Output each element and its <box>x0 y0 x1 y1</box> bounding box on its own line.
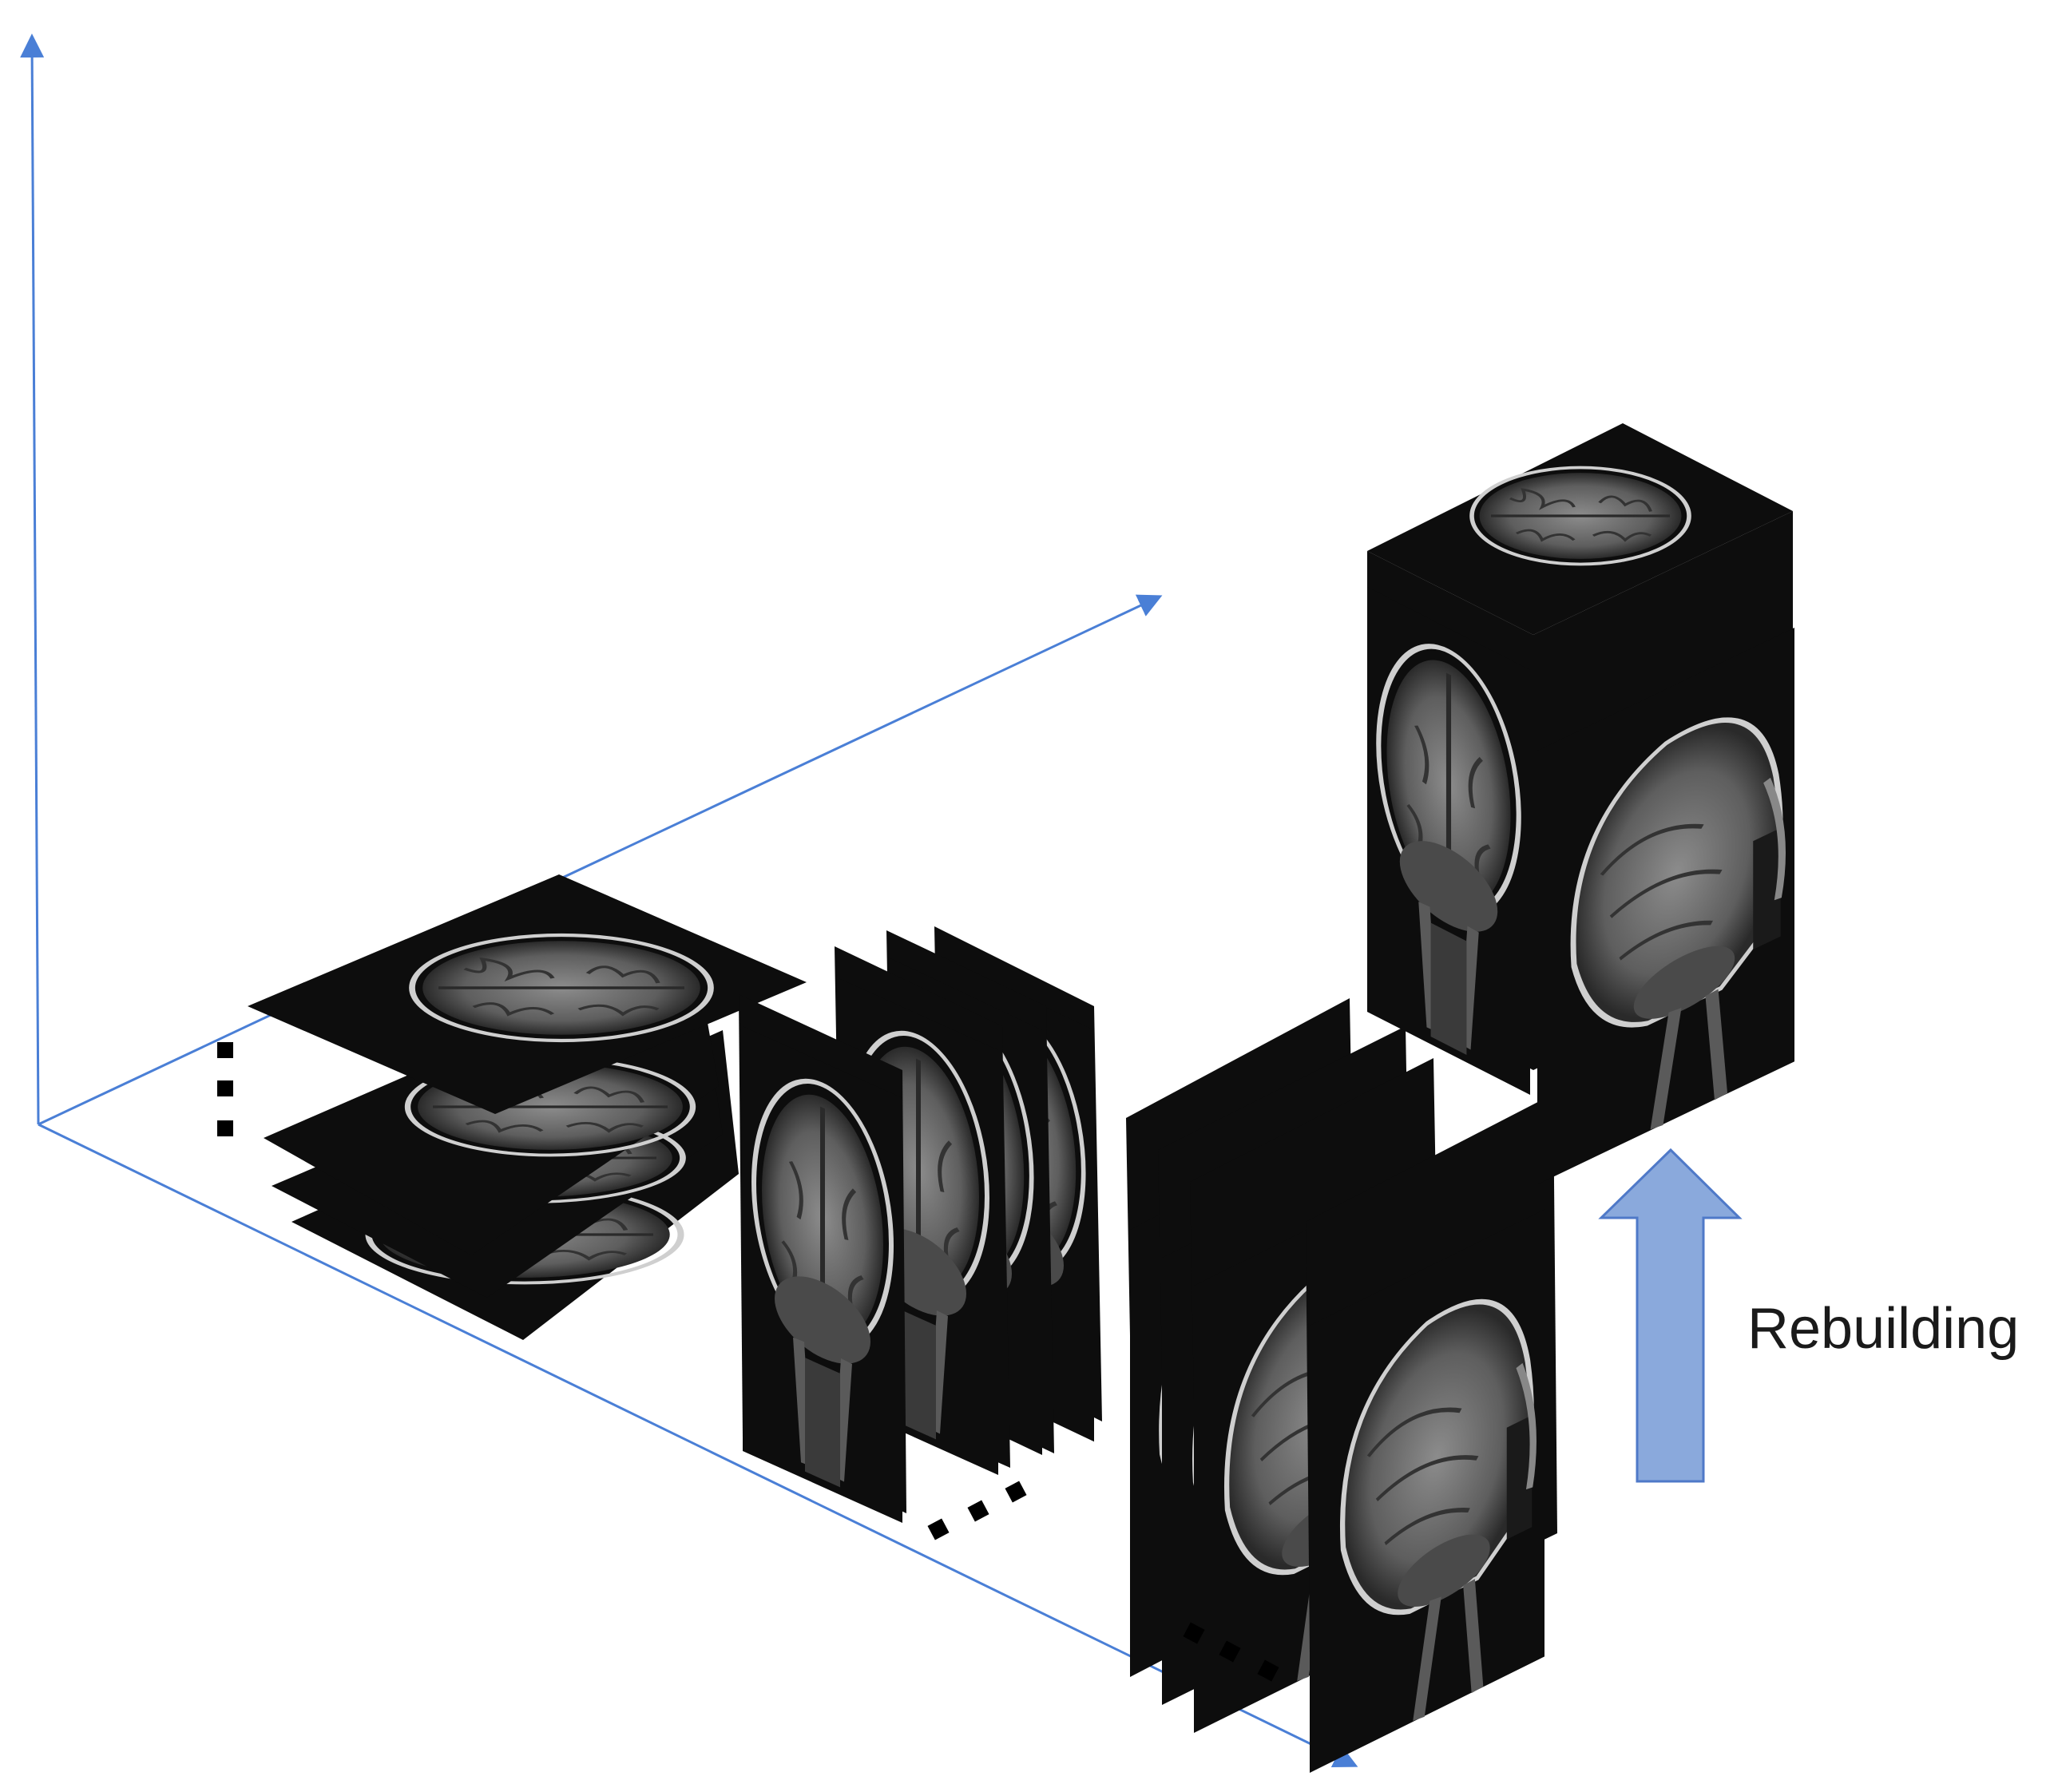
sagittal-slice-stack <box>1126 998 1557 1773</box>
dotted-ellipsis-icon <box>1183 1622 1279 1682</box>
reconstructed-volume <box>1367 423 1794 1184</box>
axial-slice-1 <box>248 874 807 1114</box>
up-arrow-icon <box>1598 1148 1743 1483</box>
coronal-slice-0 <box>739 994 906 1523</box>
coronal-slice-stack <box>739 926 1102 1523</box>
dotted-ellipsis-icon <box>217 1042 233 1136</box>
dotted-ellipsis-icon <box>927 1481 1027 1540</box>
sagittal-slice-1 <box>1306 1094 1557 1773</box>
axial-slice-stack <box>248 874 807 1340</box>
vertical-axis <box>20 34 45 1125</box>
rebuilding-label: Rebuilding <box>1747 1297 2019 1361</box>
depth-axis <box>38 594 1163 1126</box>
